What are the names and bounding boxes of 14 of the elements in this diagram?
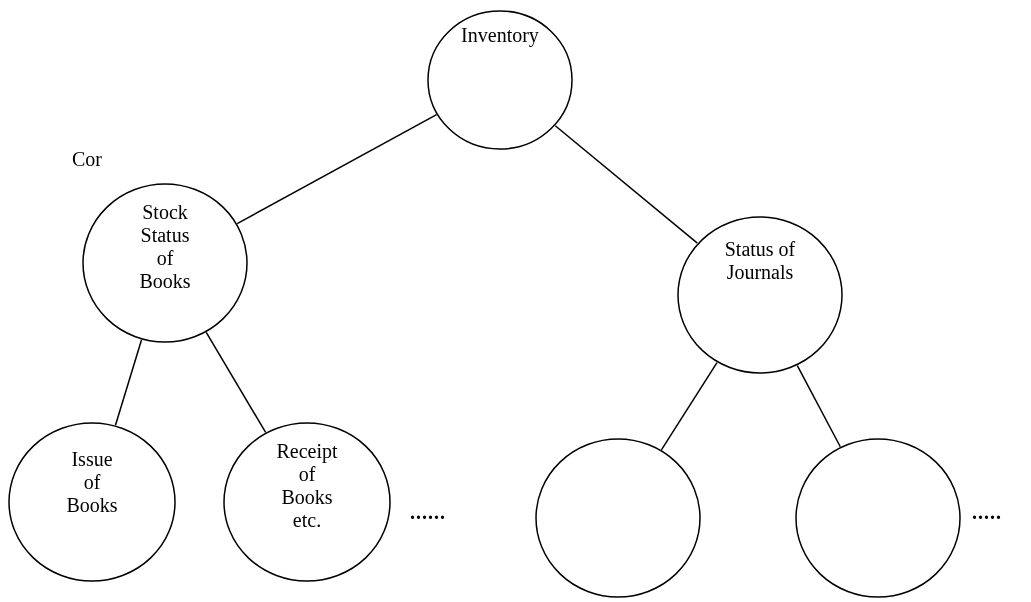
node-label: Receipt of Books etc. [275, 440, 339, 532]
connector-line [796, 364, 842, 448]
node-label: Issue of Books [65, 448, 119, 517]
node-label: Stock Status of Books [138, 201, 192, 293]
connector-line [660, 361, 718, 451]
node-label: Status of Journals [723, 238, 797, 284]
ellipsis-mark: ...... [410, 500, 446, 524]
connector-line [114, 339, 143, 426]
node-label: Inventory [460, 24, 540, 47]
ellipsis-mark: ..... [972, 500, 1002, 524]
connector-line [205, 331, 267, 434]
connector-line [236, 113, 438, 225]
text-label: Cor [72, 147, 102, 171]
connector-line [554, 124, 699, 244]
